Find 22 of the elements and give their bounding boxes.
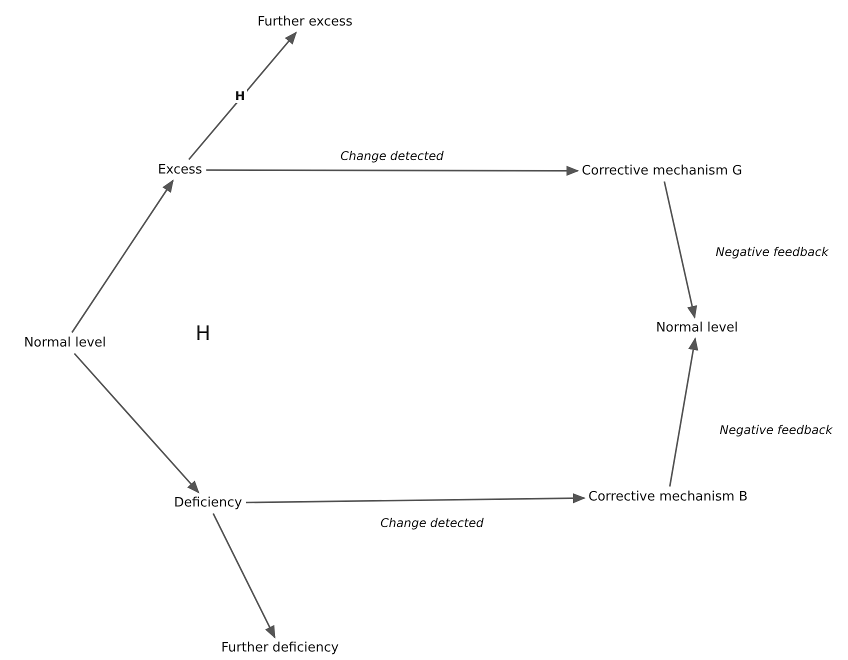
edge-label: Negative feedback xyxy=(714,245,830,259)
edge-label: Change detected xyxy=(338,149,446,163)
edge-label: Change detected xyxy=(378,516,486,530)
node-label: Deficiency xyxy=(170,492,246,514)
arrow xyxy=(206,166,580,176)
node-label: Excess xyxy=(154,160,206,180)
arrow xyxy=(212,513,276,639)
arrow xyxy=(188,32,297,160)
arrow xyxy=(74,352,200,494)
arrow xyxy=(664,181,698,319)
node-label: Normal level xyxy=(652,318,742,338)
node-label: Corrective mechanism G xyxy=(578,160,746,182)
arrow xyxy=(669,337,698,487)
arrow xyxy=(71,179,174,333)
node-label: Further deficiency xyxy=(217,638,343,658)
node-label: Normal level xyxy=(20,332,110,354)
node-label: Further excess xyxy=(253,12,357,32)
edge-label: Negative feedback xyxy=(718,423,834,437)
text-label: H xyxy=(195,321,211,345)
node-label: Corrective mechanism B xyxy=(584,486,752,508)
arrow xyxy=(246,493,586,504)
edge-label: H xyxy=(232,89,248,103)
